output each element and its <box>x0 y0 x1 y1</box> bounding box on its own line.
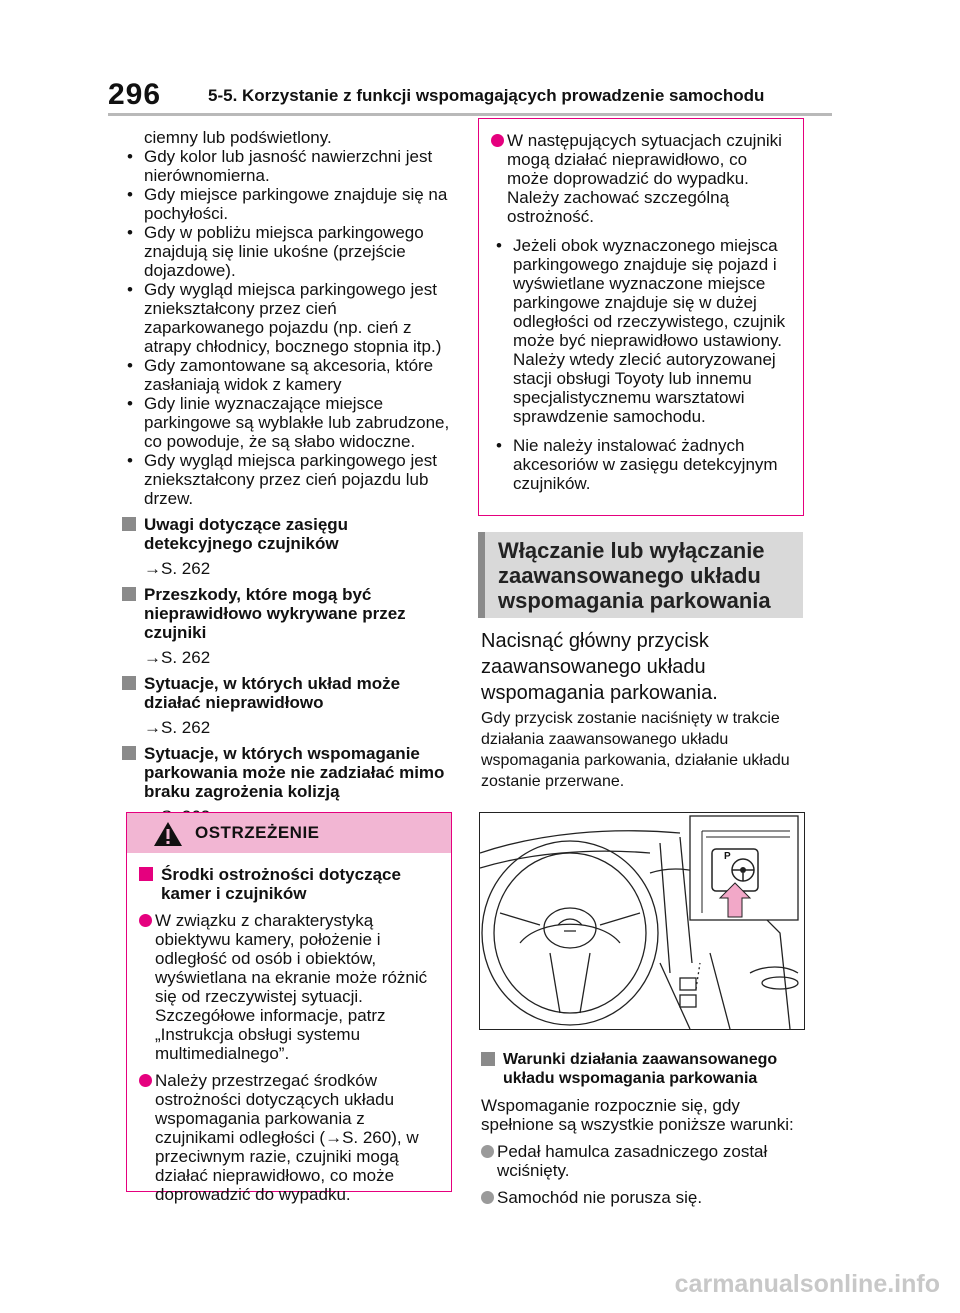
warning-header: OSTRZEŻENIE <box>127 813 451 853</box>
circle-bullet-icon <box>139 1074 152 1087</box>
list-item: Gdy zamontowane są akcesoria, które zasł… <box>122 356 458 394</box>
square-bullet-icon <box>122 676 136 690</box>
caution-intro: W następujących sytuacjach czujniki mogą… <box>491 131 791 226</box>
page-number: 296 <box>108 78 162 111</box>
page-header: 296 5-5. Korzystanie z funkcji wspomagaj… <box>108 76 828 116</box>
list-item: Nie należy instalować żadnych akcesoriów… <box>491 436 791 493</box>
condition-item: Pedał hamulca zasadniczego został wciśni… <box>481 1142 809 1180</box>
caution-box: W następujących sytuacjach czujniki mogą… <box>478 118 804 516</box>
list-item: Gdy wygląd miejsca parkingowego jest zni… <box>122 280 458 356</box>
section-title-box: Włączanie lub wyłączanie zaawansowanego … <box>478 532 803 618</box>
section-heading: Sytuacje, w których wspomaganie parkowan… <box>122 744 458 801</box>
section-heading: Uwagi dotyczące zasięgu detekcyjnego czu… <box>122 515 458 553</box>
list-item: Gdy wygląd miejsca parkingowego jest zni… <box>122 451 458 508</box>
circle-bullet-icon <box>481 1145 494 1158</box>
button-p-label: P <box>724 851 731 862</box>
square-bullet-icon <box>122 746 136 760</box>
caution-list: Jeżeli obok wyznaczonego miejsca parking… <box>491 236 791 493</box>
continuation-text: ciemny lub podświetlony. <box>144 128 332 147</box>
section-heading: Sytuacje, w których układ może działać n… <box>122 674 458 712</box>
page-reference-link[interactable]: →S. 262 <box>144 559 211 578</box>
warning-triangle-icon <box>154 822 182 846</box>
header-divider <box>108 113 832 116</box>
section-title: Włączanie lub wyłączanie zaawansowanego … <box>498 538 771 613</box>
conditions-list: Gdy kolor lub jasność nawierzchni jest n… <box>122 147 458 508</box>
warning-title: OSTRZEŻENIE <box>195 823 320 842</box>
warning-body: Środki ostrożności dotyczące kamer i czu… <box>127 853 451 1204</box>
section-heading: Przeszkody, które mogą być nieprawidłowo… <box>122 585 458 642</box>
conditions-heading: Warunki działania zaawansowanego układu … <box>481 1050 809 1088</box>
left-column: ciemny lub podświetlony. Gdy kolor lub j… <box>122 128 458 826</box>
instruction-text: Nacisnąć główny przycisk zaawansowanego … <box>481 630 718 704</box>
warning-item: W związku z charakterystyką obiektywu ka… <box>139 911 439 1063</box>
operating-conditions: Warunki działania zaawansowanego układu … <box>481 1050 809 1207</box>
warning-item: Należy przestrzegać środków ostrożności … <box>139 1071 439 1204</box>
warning-box: OSTRZEŻENIE Środki ostrożności dotyczące… <box>126 812 452 1204</box>
dashboard-illustration: P <box>479 812 805 1030</box>
circle-bullet-icon <box>491 134 504 147</box>
page-reference-link[interactable]: →S. 262 <box>144 718 211 737</box>
chapter-title: 5-5. Korzystanie z funkcji wspomagającyc… <box>208 86 765 105</box>
watermark: carmanualsonline.info <box>674 1270 940 1298</box>
square-bullet-icon <box>481 1052 495 1066</box>
list-item: Gdy linie wyznaczające miejsce parkingow… <box>122 394 458 451</box>
conditions-intro: Wspomaganie rozpocznie się, gdy spełnion… <box>481 1096 794 1134</box>
note-text: Gdy przycisk zostanie naciśnięty w trakc… <box>481 710 790 790</box>
steering-wheel-illustration <box>480 815 799 1029</box>
list-item: Gdy miejsce parkingowe znajduje się na p… <box>122 185 458 223</box>
list-item: Gdy kolor lub jasność nawierzchni jest n… <box>122 147 458 185</box>
warning-section-heading: Środki ostrożności dotyczące kamer i czu… <box>139 865 439 903</box>
square-bullet-icon <box>122 587 136 601</box>
circle-bullet-icon <box>139 914 152 927</box>
list-item: Gdy w pobliżu miejsca parkingowego znajd… <box>122 223 458 280</box>
square-bullet-icon <box>122 517 136 531</box>
square-bullet-icon <box>139 867 153 881</box>
list-item: Jeżeli obok wyznaczonego miejsca parking… <box>491 236 791 426</box>
condition-item: Samochód nie porusza się. <box>481 1188 809 1207</box>
title-accent-bar <box>478 532 485 618</box>
caution-body: W następujących sytuacjach czujniki mogą… <box>479 119 803 493</box>
circle-bullet-icon <box>481 1191 494 1204</box>
page-reference-link[interactable]: →S. 262 <box>144 648 211 667</box>
